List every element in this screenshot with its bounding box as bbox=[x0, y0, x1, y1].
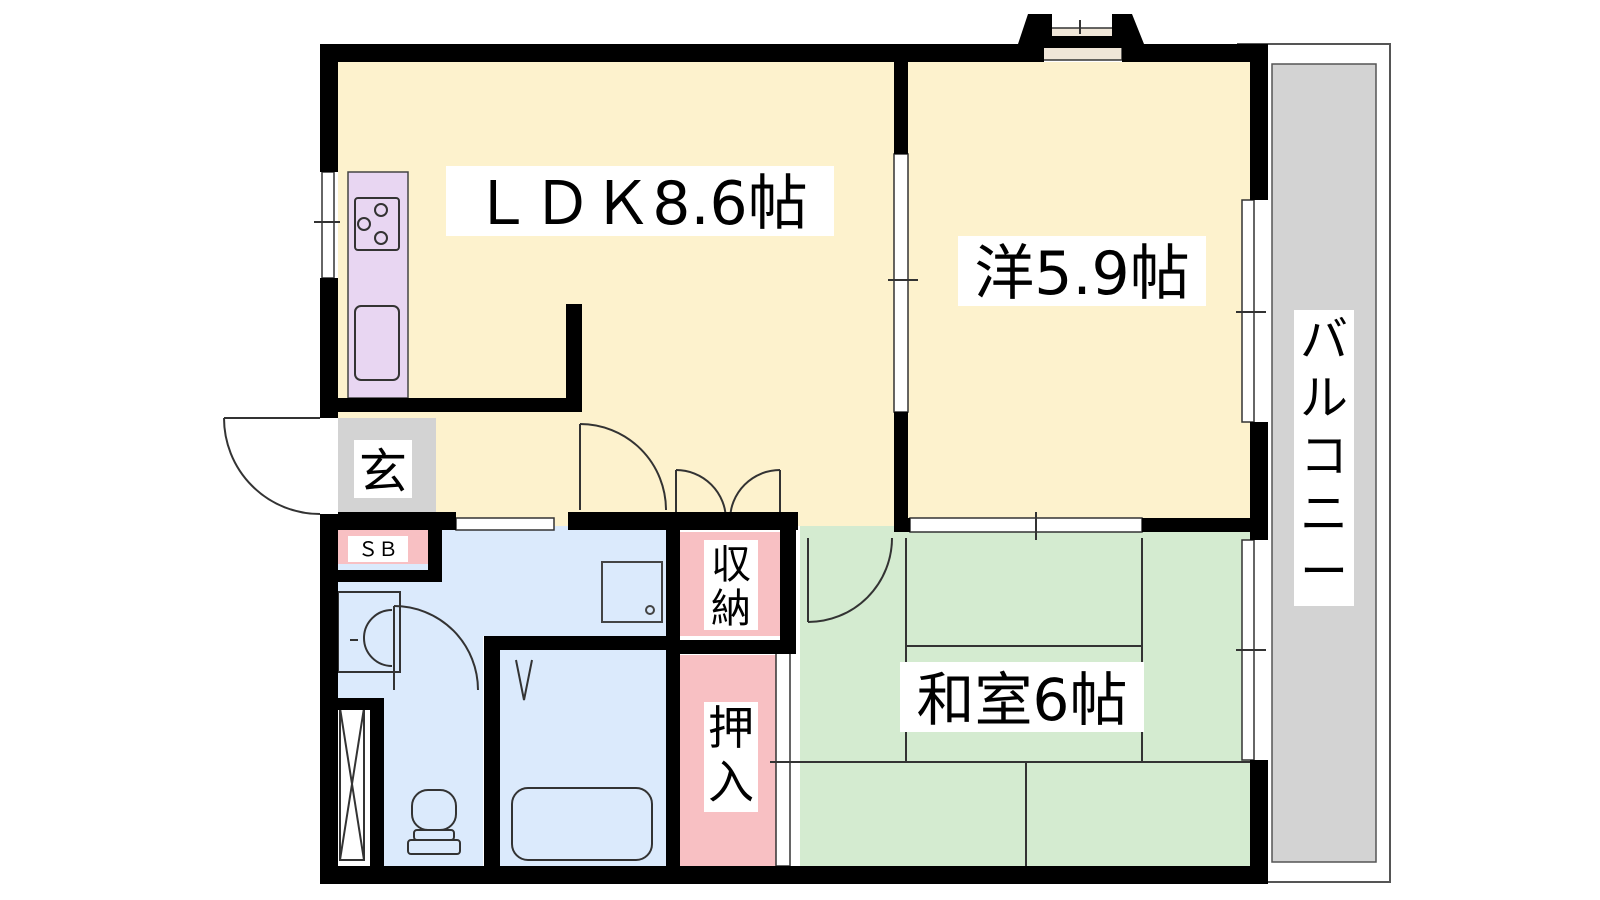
shoebox-label: ＳＢ bbox=[358, 537, 398, 561]
ldk-western-sliding-door bbox=[893, 153, 909, 413]
ldk-label: ＬＤＫ8.6帖 bbox=[472, 169, 807, 239]
japanese-label-bg bbox=[900, 662, 1144, 732]
balcony-label-bg bbox=[1294, 310, 1354, 606]
kitchen-window bbox=[321, 171, 335, 279]
room-labels: ＬＤＫ8.6帖 洋5.9帖 和室6帖 玄 ＳＢ 収納 押入 バルコニー bbox=[348, 166, 1354, 812]
storage-label: 収納 bbox=[711, 542, 751, 632]
japanese-room-door-swing bbox=[807, 537, 893, 623]
storage-door-left-swing bbox=[675, 469, 727, 521]
genkan-label: 玄 bbox=[359, 444, 407, 500]
closet-label-bg bbox=[704, 702, 758, 812]
washing-machine-icon bbox=[601, 561, 663, 623]
toilet-icon bbox=[407, 789, 461, 855]
ldk-door-swing bbox=[579, 423, 667, 511]
storage-door-right-swing bbox=[729, 469, 781, 521]
washroom-door-swing bbox=[393, 605, 479, 691]
shoebox-label-bg bbox=[348, 536, 408, 562]
drain-icon bbox=[645, 605, 655, 615]
washbasin-icon bbox=[337, 591, 401, 673]
corridor-opening bbox=[455, 517, 555, 531]
storage-label-bg bbox=[704, 540, 758, 630]
ldk-label-bg bbox=[446, 166, 834, 236]
stove-icon bbox=[354, 197, 400, 251]
bathroom-area bbox=[500, 648, 678, 866]
balcony bbox=[1237, 43, 1391, 883]
pipe-shaft bbox=[339, 707, 365, 861]
genkan-label-bg bbox=[354, 440, 412, 498]
walls bbox=[320, 14, 1268, 884]
toilet-area bbox=[384, 698, 483, 866]
entrance-door-swing bbox=[223, 417, 321, 515]
western-room-label: 洋5.9帖 bbox=[974, 239, 1189, 309]
japanese-room-label: 和室6帖 bbox=[917, 666, 1128, 734]
western-japanese-sliding-door bbox=[909, 517, 1143, 533]
shower-icon bbox=[515, 659, 533, 701]
closet-label: 押入 bbox=[708, 701, 754, 809]
opening-marks bbox=[314, 20, 1266, 763]
openings bbox=[321, 27, 1255, 867]
bathtub-icon bbox=[511, 787, 653, 861]
room-fills bbox=[338, 62, 1250, 866]
sink-icon bbox=[354, 305, 400, 381]
western-label-bg bbox=[958, 236, 1206, 306]
door-swings bbox=[223, 417, 893, 691]
balcony-label: バルコニー bbox=[1300, 312, 1348, 600]
closet-sliding-door bbox=[775, 651, 791, 867]
